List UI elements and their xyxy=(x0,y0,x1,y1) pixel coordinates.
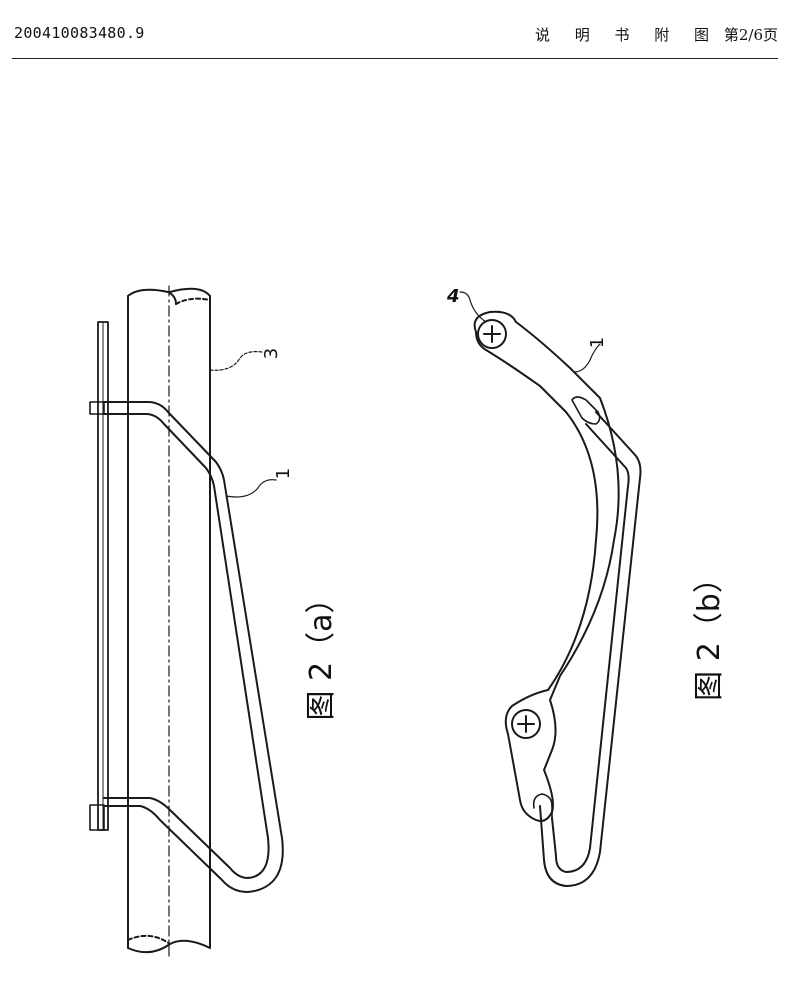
sheet-label: 说 明 书 附 图 xyxy=(534,26,720,44)
leader-1a xyxy=(225,479,277,498)
figure-2a-caption: 图 2（a） xyxy=(304,583,339,721)
page-number: 第2/6页 xyxy=(723,26,778,44)
upper-screw xyxy=(477,319,507,349)
figure-2a-drawing xyxy=(89,285,284,961)
patent-drawing xyxy=(89,285,642,961)
leader-1b xyxy=(573,343,601,373)
callout-3: 3 xyxy=(261,347,283,360)
callout-1-fig-a: 1 xyxy=(273,467,295,480)
sheet-title: 说 明 书 附 图 第2/6页 xyxy=(535,24,778,45)
mounting-plate xyxy=(97,321,109,831)
leader-4 xyxy=(459,291,487,323)
bracket-body xyxy=(473,310,620,822)
lower-post xyxy=(89,804,105,831)
application-number: 200410083480.9 xyxy=(14,24,145,42)
wire-clip xyxy=(103,401,284,893)
lower-slot xyxy=(532,793,553,821)
tube xyxy=(127,287,211,954)
header-rule xyxy=(12,58,778,59)
figure-2b-drawing xyxy=(459,291,642,887)
lower-screw xyxy=(511,709,541,739)
page-header: 200410083480.9 说 明 书 附 图 第2/6页 xyxy=(0,0,800,60)
upper-post xyxy=(89,401,105,415)
callout-1-fig-b: 1 xyxy=(587,336,609,349)
figure-2b-caption: 图 2（b） xyxy=(692,563,727,701)
wire-loop xyxy=(539,411,642,887)
leader-3 xyxy=(209,351,263,371)
upper-slot xyxy=(571,396,601,425)
callout-4: 4 xyxy=(447,286,460,307)
